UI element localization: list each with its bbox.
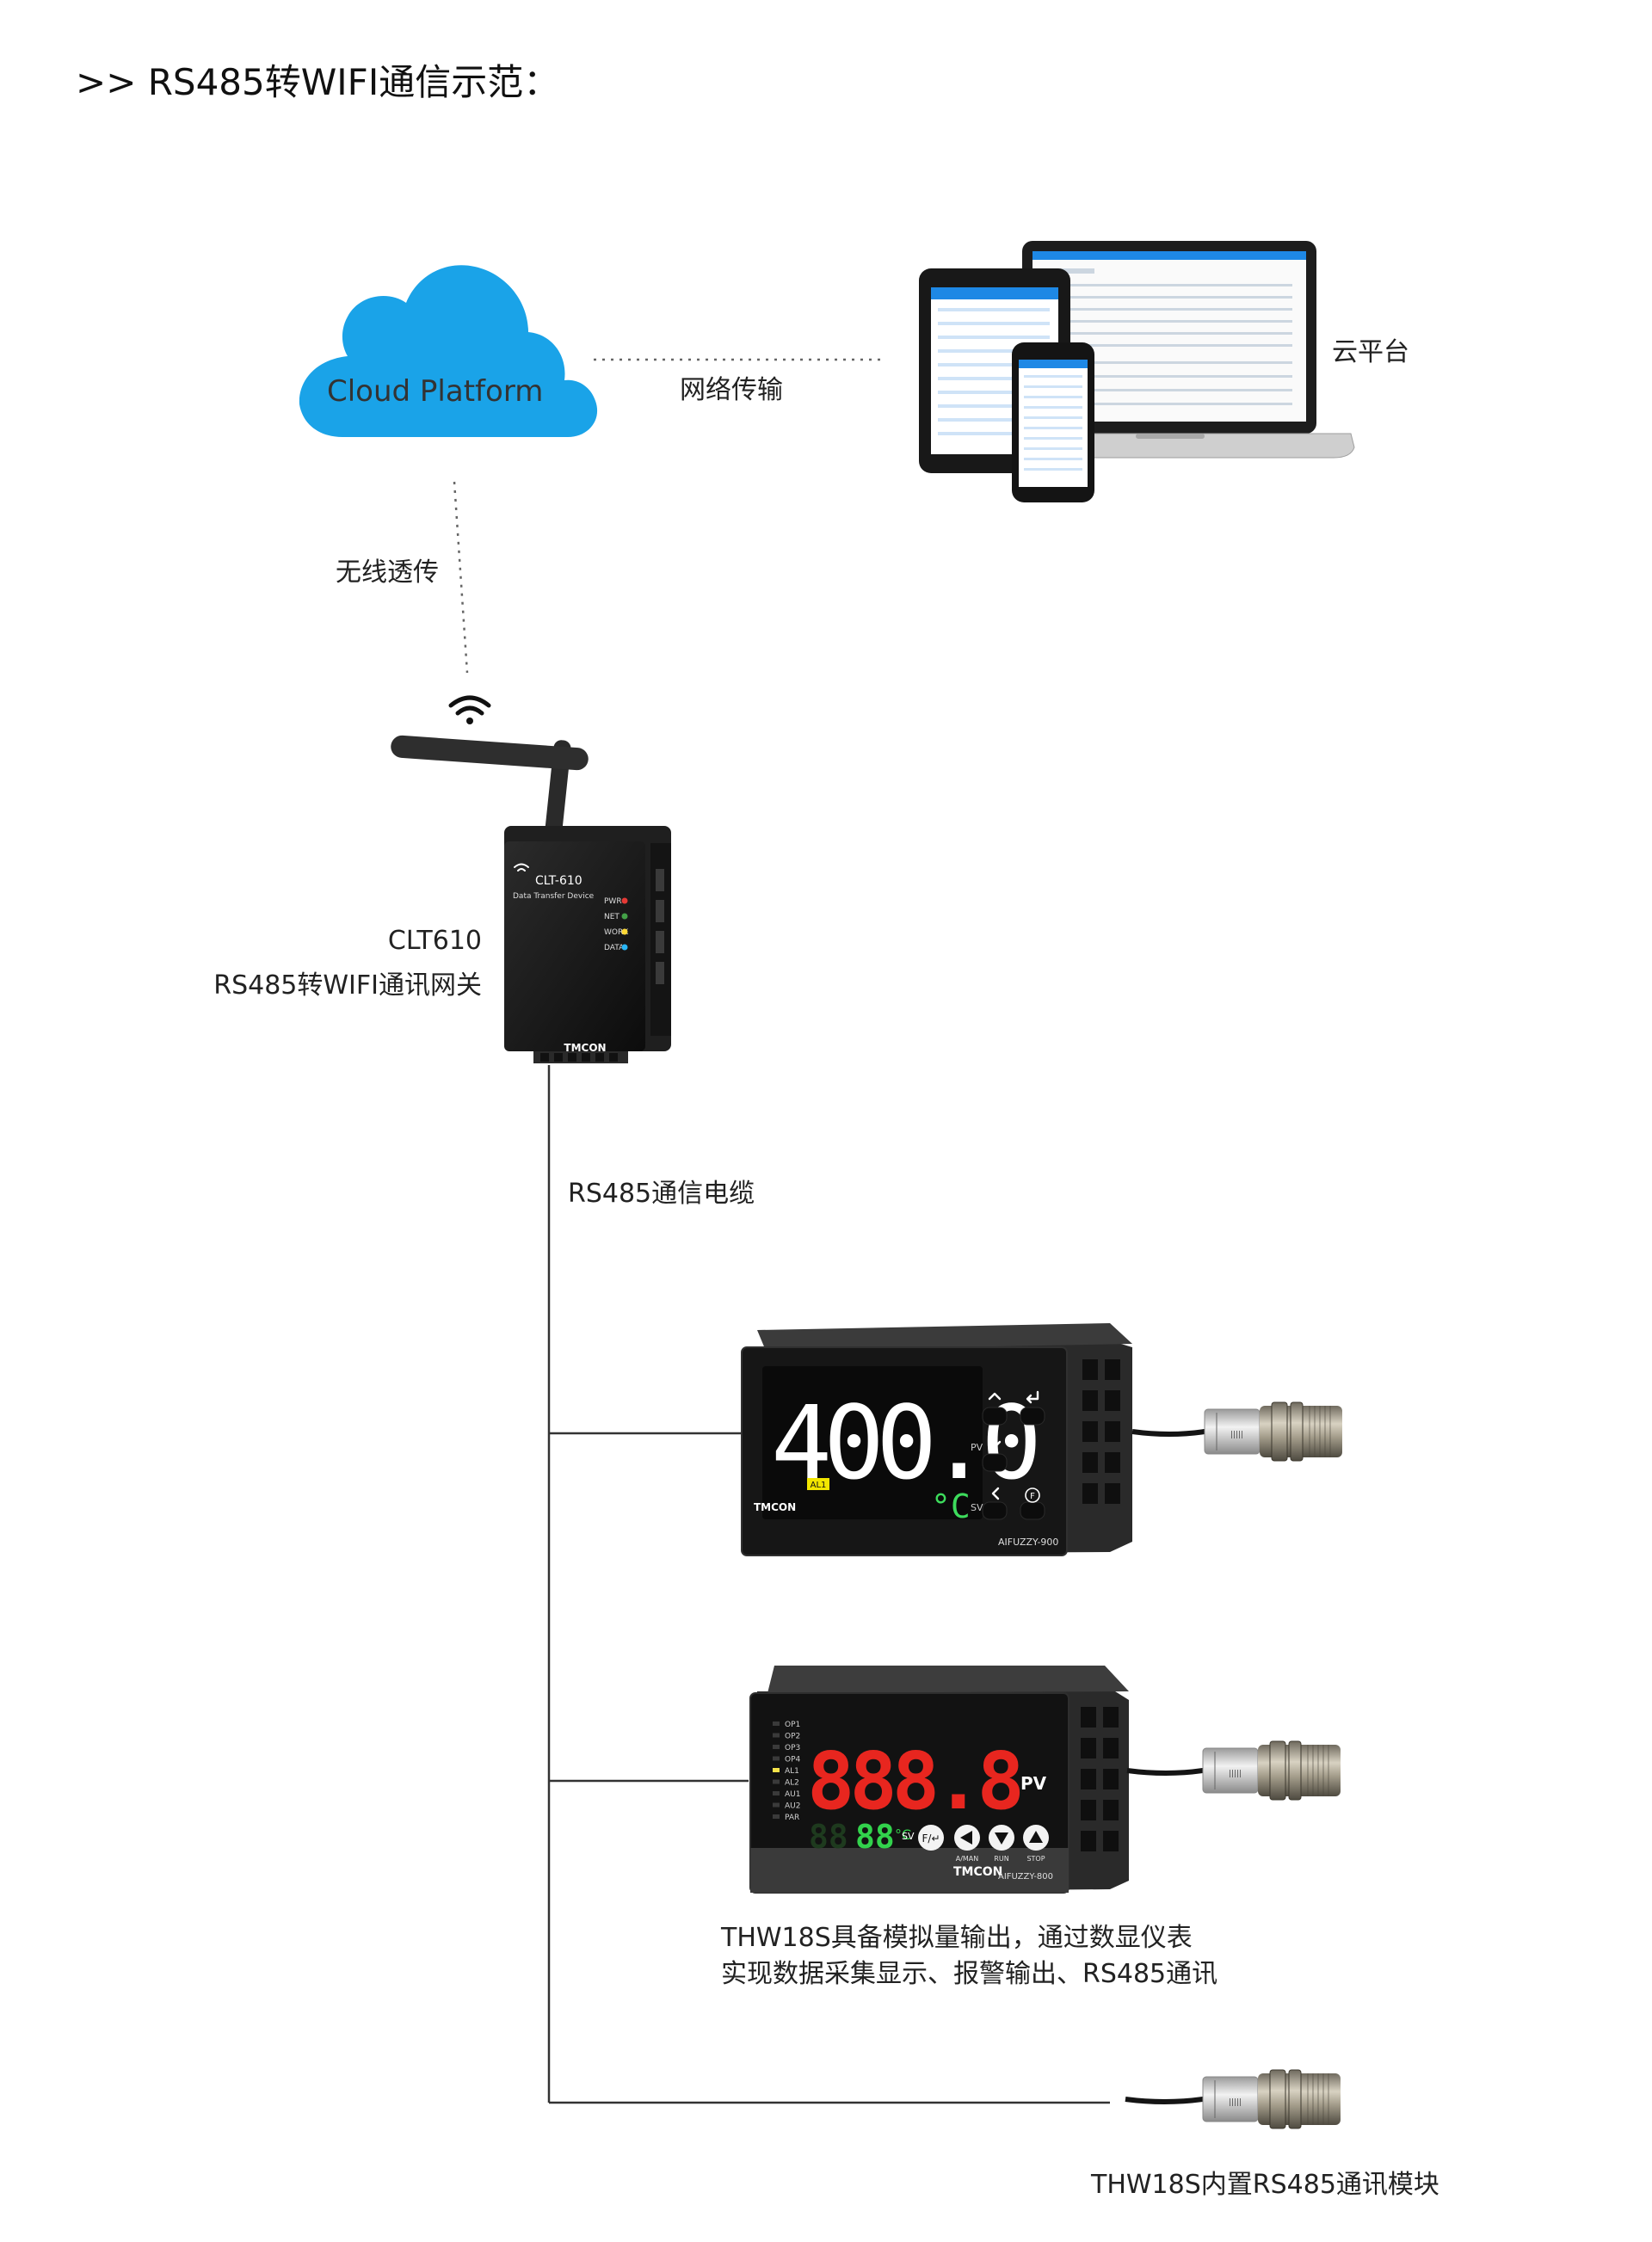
status-led-label-au2: AU2 [785, 1802, 800, 1811]
status-led-par [773, 1814, 780, 1819]
controller1-pv-label: PV [971, 1442, 983, 1453]
gateway-indicator-label-work: WORK [604, 928, 629, 937]
key-label-run: RUN [994, 1855, 1008, 1863]
thw18s-sensor-2-image [1126, 1740, 1341, 1801]
status-led-au2 [773, 1802, 780, 1808]
key-label-a-man: A/MAN [956, 1855, 979, 1863]
status-led-al2 [773, 1779, 780, 1784]
cloud-label: Cloud Platform [327, 374, 543, 409]
status-led-label-par: PAR [785, 1814, 799, 1822]
gateway-indicators: PWR NET WORK DATA [604, 897, 629, 952]
cloud-icon [299, 265, 598, 437]
gateway-indicator-label-data: DATA [604, 944, 625, 952]
key-label-stop: STOP [1026, 1855, 1045, 1863]
cloud-platform-devices-image [919, 241, 1355, 502]
controller1-sv-label: SV [971, 1502, 983, 1513]
status-led-label-au1: AU1 [785, 1790, 800, 1799]
rs485-cable-label: RS485通信电缆 [568, 1179, 755, 1209]
svg-text:F: F [1030, 1492, 1035, 1501]
controller2-pv-label: PV [1020, 1773, 1047, 1794]
gateway-indicator-label-pwr: PWR [604, 897, 622, 906]
thw18s-analog-caption: THW18S具备模拟量输出，通过数显仪表 实现数据采集显示、报警输出、RS485… [721, 1920, 1217, 1993]
enter-icon [1026, 1390, 1039, 1404]
status-led-au1 [773, 1791, 780, 1795]
status-led-op3 [773, 1745, 780, 1749]
laptop-image [985, 241, 1355, 459]
controller1-brand: TMCON [754, 1501, 796, 1513]
controller2-brand: TMCON [953, 1865, 1002, 1879]
status-led-label-op2: OP2 [785, 1733, 800, 1741]
wifi-icon [448, 695, 491, 724]
status-led-op4 [773, 1756, 780, 1761]
gateway-indicator-led-net [621, 913, 628, 920]
page-title: >> RS485转WIFI通信示范： [76, 61, 560, 103]
gateway-indicator-led-pwr [621, 897, 628, 904]
thw18s-sensor-3-image [1125, 2069, 1341, 2129]
controller1-alarm-badge: AL1 [811, 1481, 827, 1490]
controller2-f-key: F/↵ [922, 1832, 940, 1845]
controller2-key-labels: A/MAN RUN STOP [956, 1855, 1045, 1863]
svg-text:88: 88 [809, 1818, 848, 1856]
gateway-device-image: CLT-610 Data Transfer Device PWR NET WORK D… [391, 735, 671, 1063]
wireless-passthrough-label: 无线透传 [336, 557, 439, 588]
controller-aifuzzy-900-image: 400.0 AL1 °C PV SV F TMCON AIFUZZY-900 [741, 1323, 1132, 1556]
gateway-description-label: RS485转WIFI通讯网关 [213, 970, 482, 1001]
down-arrow-icon [988, 1440, 1002, 1449]
status-led-al1 [773, 1768, 780, 1772]
controller2-sv-label: SV [902, 1831, 915, 1842]
controller2-sv-display: 88 [855, 1818, 895, 1856]
wireless-connector [453, 481, 469, 674]
f-enter-key-icon [918, 1825, 944, 1851]
controller2-model: AIFUZZY-800 [998, 1872, 1053, 1882]
thw18s-sensor-1-image [1131, 1401, 1343, 1462]
controller1-unit: °C [931, 1487, 971, 1525]
gateway-front-model: CLT-610 [535, 874, 583, 888]
up-arrow-icon [988, 1392, 1002, 1401]
thw18s-rs485-caption: THW18S内置RS485通讯模块 [1091, 2170, 1439, 2200]
gateway-model-label: CLT610 [387, 926, 482, 956]
phone-image [1012, 342, 1094, 502]
rs485-bus-lines [547, 1065, 1110, 2104]
f-key-icon [1025, 1487, 1040, 1503]
controller1-model: AIFUZZY-900 [998, 1537, 1058, 1548]
status-led-label-al1: AL1 [785, 1767, 799, 1776]
status-led-label-op3: OP3 [785, 1744, 800, 1752]
left-arrow-icon [991, 1487, 1000, 1500]
gateway-brand: TMCON [564, 1042, 606, 1054]
status-led-label-op4: OP4 [785, 1756, 801, 1765]
gateway-indicator-led-work [621, 928, 628, 935]
gateway-indicator-label-net: NET [604, 913, 620, 921]
gateway-front-subtitle: Data Transfer Device [513, 892, 595, 901]
gateway-wifi-icon [514, 863, 529, 872]
thw18s-analog-caption-line2: 实现数据采集显示、报警输出、RS485通讯 [721, 1959, 1218, 1989]
controller2-pv-display: 888.8 [807, 1735, 1020, 1827]
status-led-label-al2: AL2 [785, 1779, 799, 1788]
network-transfer-label: 网络传输 [680, 375, 783, 405]
status-led-op2 [773, 1733, 780, 1738]
gateway-indicator-led-data [621, 944, 628, 951]
controller2-sv-unit: °C [895, 1826, 911, 1843]
thw18s-analog-caption-line1: THW18S具备模拟量输出，通过数显仪表 [721, 1923, 1193, 1953]
status-led-op1 [773, 1722, 780, 1726]
cloud-platform-label: 云平台 [1332, 337, 1409, 367]
status-led-label-op1: OP1 [785, 1721, 800, 1729]
